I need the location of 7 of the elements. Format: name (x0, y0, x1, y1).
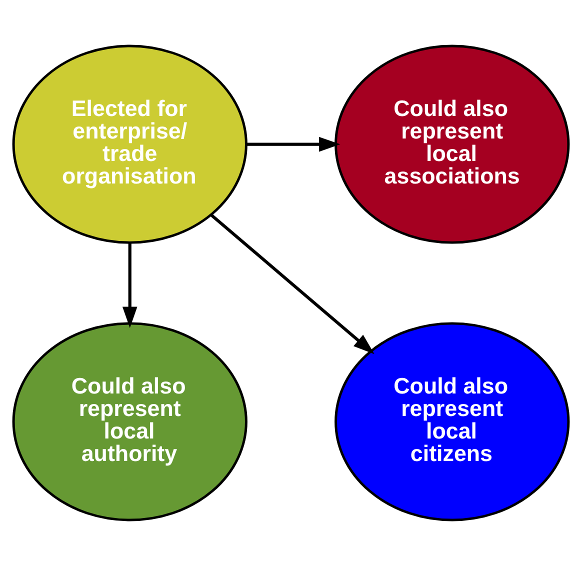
node-ellipse: Could also represent local citizens (334, 322, 570, 521)
node-ellipse: Could also represent local authority (12, 322, 248, 521)
arrow (122, 242, 138, 328)
arrow (246, 136, 340, 152)
node-ellipse: Could also represent local associations (334, 44, 570, 244)
arrow (210, 213, 374, 354)
node-ellipse: Elected for enterprise/ trade organisation (12, 44, 248, 244)
